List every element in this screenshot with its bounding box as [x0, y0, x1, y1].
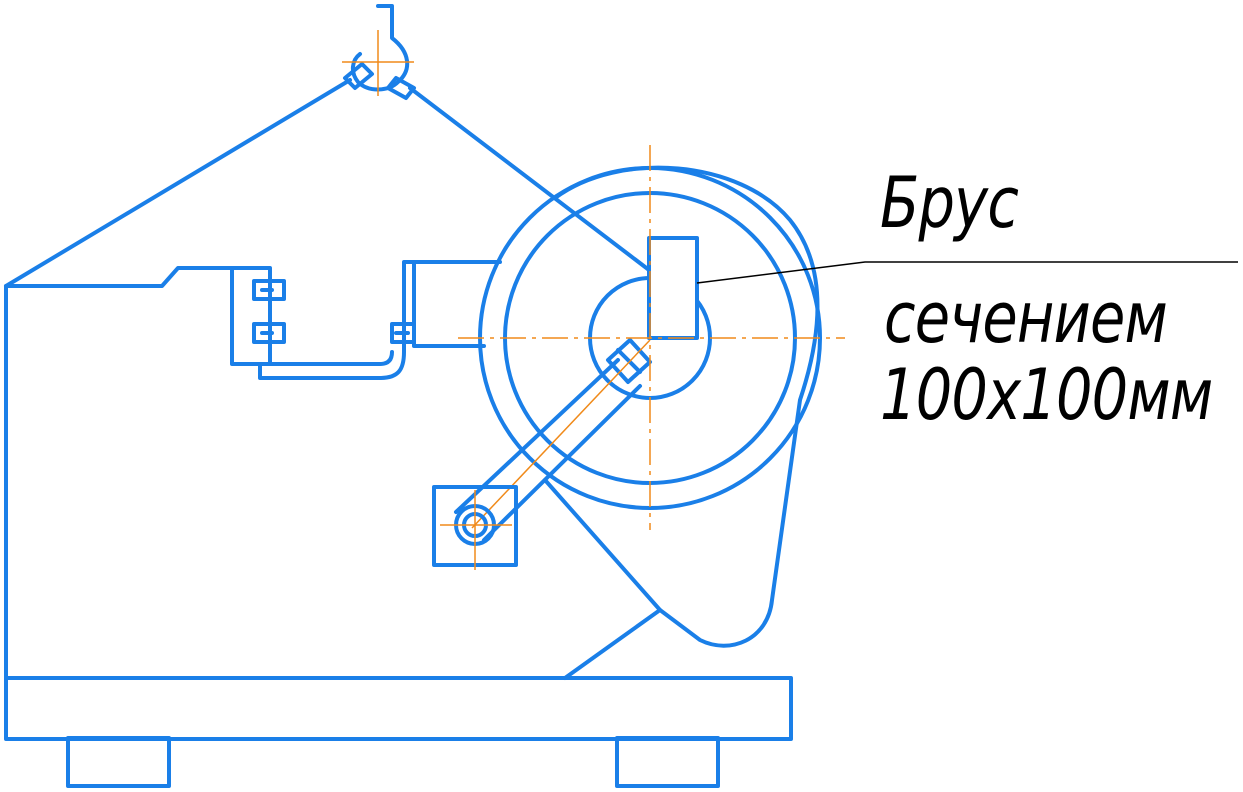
beam-section — [647, 236, 699, 340]
left-foot — [66, 736, 171, 788]
machine-body — [4, 266, 258, 680]
pipe-inner — [254, 350, 394, 366]
annotation-line-3: 100х100мм — [880, 354, 1213, 436]
lifting-hook — [351, 4, 409, 92]
clamp-2 — [252, 322, 286, 344]
pipe-run — [258, 260, 502, 380]
arm-axis — [471, 339, 651, 529]
sling-left — [4, 78, 352, 288]
clamp-3 — [390, 322, 416, 344]
right-foot — [615, 736, 720, 788]
leader-line — [696, 261, 1238, 284]
housing-lower-edge — [543, 478, 662, 612]
annotation-line-2: сечением — [884, 277, 1168, 359]
hook-shackle — [343, 62, 416, 100]
annotation-line-1: Брус — [880, 162, 1019, 244]
base-plate — [4, 676, 793, 741]
clamp-1 — [252, 279, 286, 301]
